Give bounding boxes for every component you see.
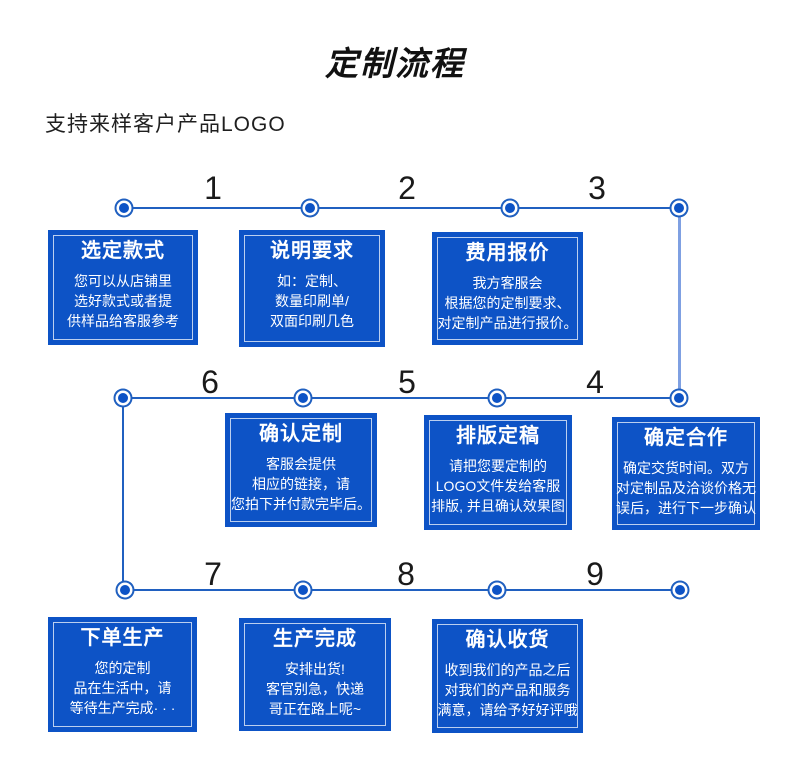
timeline-line-row1 [124,207,680,209]
step-box-text-line: 确定交货时间。双方 [623,460,749,476]
timeline-node [298,585,308,595]
step-box-body: 安排出货! 客官别急，快递 哥正在路上呢~ [266,659,364,719]
step-box-text-line: 客官别急，快递 [266,681,364,697]
step-box-title: 下单生产 [80,627,165,649]
step-box-text-line: 我方客服会 [472,275,543,291]
step-box-title: 生产完成 [273,628,357,650]
step-box-body: 如：定制、 数量印刷单/ 双面印刷几色 [270,271,354,331]
step-box-body: 客服会提供 相应的链接，请 您拍下并付款完毕后。 [231,454,371,514]
step-box-text-line: 您可以从店铺里 [74,273,172,289]
step-box-6-confirm-customization: 确认定制 客服会提供 相应的链接，请 您拍下并付款完毕后。 [225,413,377,527]
step-box-body: 请把您要定制的 LOGO文件发给客服 排版, 并且确认效果图 [431,456,565,516]
connector-left-vertical [122,398,124,590]
step-box-text-line: 安排出货! [285,661,345,677]
timeline-node [505,203,515,213]
timeline-node [674,393,684,403]
step-box-title: 确定合作 [644,427,728,449]
timeline-line-row3 [125,589,680,591]
step-number-4: 4 [586,364,604,400]
step-box-text-line: 对我们的产品和服务 [444,682,571,698]
step-number-1: 1 [204,170,222,206]
step-box-3-cost-quote: 费用报价 我方客服会 根据您的定制要求、 对定制产品进行报价。 [432,232,583,345]
step-box-text-line: 根据您的定制要求、 [444,295,571,311]
timeline-node [118,393,128,403]
step-box-text-line: 双面印刷几色 [270,313,354,329]
step-box-title: 确认定制 [259,423,343,445]
step-number-8: 8 [397,556,415,592]
step-box-title: 费用报价 [465,242,550,264]
step-box-text-line: 误后，进行下一步确认 [616,500,756,516]
step-number-9: 9 [586,556,604,592]
timeline-node [119,203,129,213]
timeline-node [298,393,308,403]
step-box-text-line: 满意，请给予好好评哦 [437,702,578,718]
step-box-title: 确认收货 [465,629,550,651]
timeline-line-row2 [123,397,680,399]
step-box-1-select-style: 选定款式 您可以从店铺里 选好款式或者提 供样品给客服参考 [48,230,198,345]
step-box-text-line: 对定制产品进行报价。 [437,315,578,331]
step-box-text-line: 对定制品及洽谈价格无 [616,480,756,496]
step-box-text-line: 您的定制 [94,660,151,676]
step-box-8-production-complete: 生产完成 安排出货! 客官别急，快递 哥正在路上呢~ [239,618,391,731]
step-box-title: 排版定稿 [456,425,540,447]
step-box-2-explain-requirements: 说明要求 如：定制、 数量印刷单/ 双面印刷几色 [239,230,385,347]
timeline-node [675,585,685,595]
step-box-text-line: 哥正在路上呢~ [268,701,362,717]
page-subtitle: 支持来样客户产品LOGO [45,113,286,136]
step-box-text-line: 排版, 并且确认效果图 [431,498,565,514]
step-box-text-line: 收到我们的产品之后 [444,662,571,678]
step-box-text-line: 品在生活中，请 [73,680,172,696]
step-box-title: 说明要求 [270,240,354,262]
step-box-body: 您可以从店铺里 选好款式或者提 供样品给客服参考 [67,271,179,331]
step-box-text-line: 请把您要定制的 [449,458,547,474]
timeline-node [305,203,315,213]
step-box-body: 确定交货时间。双方 对定制品及洽谈价格无 误后，进行下一步确认 [616,458,756,518]
step-number-7: 7 [204,556,222,592]
step-box-text-line: 相应的链接，请 [252,476,350,492]
timeline-node [492,585,502,595]
step-number-5: 5 [398,364,416,400]
step-number-3: 3 [588,170,606,206]
timeline-node [492,393,502,403]
step-number-2: 2 [398,170,416,206]
timeline-node [120,585,130,595]
step-box-body: 您的定制 品在生活中，请 等待生产完成· · · [70,658,176,718]
timeline-node [674,203,684,213]
step-box-5-layout-finalize: 排版定稿 请把您要定制的 LOGO文件发给客服 排版, 并且确认效果图 [424,415,572,530]
step-box-text-line: 您拍下并付款完毕后。 [231,496,371,512]
step-box-text-line: 客服会提供 [266,456,336,472]
step-box-text-line: 等待生产完成· · · [69,700,176,716]
page-title: 定制流程 [325,45,465,82]
step-box-text-line: 供样品给客服参考 [67,313,179,329]
step-box-text-line: 数量印刷单/ [275,293,349,309]
step-box-text-line: 如：定制、 [277,273,347,289]
step-box-body: 我方客服会 根据您的定制要求、 对定制产品进行报价。 [438,273,578,333]
step-box-7-order-production: 下单生产 您的定制 品在生活中，请 等待生产完成· · · [48,617,197,732]
step-box-text-line: 选好款式或者提 [74,293,172,309]
step-box-4-confirm-cooperation: 确定合作 确定交货时间。双方 对定制品及洽谈价格无 误后，进行下一步确认 [612,417,760,530]
step-box-9-confirm-receipt: 确认收货 收到我们的产品之后 对我们的产品和服务 满意，请给予好好评哦 [432,619,583,733]
step-box-text-line: LOGO文件发给客服 [435,478,561,494]
step-box-title: 选定款式 [81,240,165,262]
connector-right-vertical [678,208,681,398]
step-number-6: 6 [201,364,219,400]
step-box-body: 收到我们的产品之后 对我们的产品和服务 满意，请给予好好评哦 [438,660,578,720]
